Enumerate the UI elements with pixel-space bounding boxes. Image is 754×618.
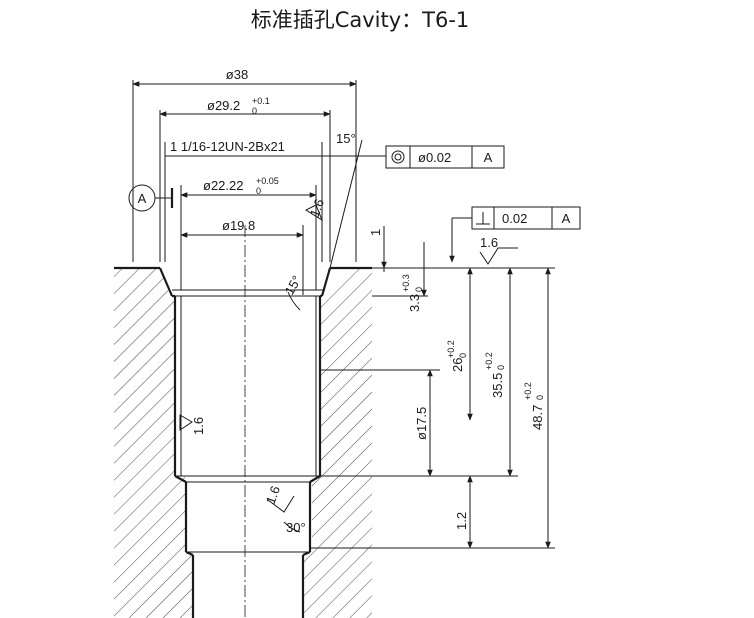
roughness-2-symbol: [479, 247, 518, 265]
chamfer-leader-top: [329, 139, 363, 269]
datum-a-label: A: [138, 191, 147, 206]
dim-d29-tol-up: +0.1: [252, 96, 270, 106]
dim-d2222-tol-up: +0.05: [256, 176, 279, 186]
dim-d33-tol-lo: 0: [414, 287, 424, 292]
dim-d33-tol-up: +0.3: [401, 274, 411, 292]
dimension-lines-horizontal: [132, 81, 357, 238]
roughness-3: 1.6: [191, 417, 206, 435]
roughness-1-symbol: [304, 204, 324, 222]
dim-d355: 35.5: [490, 373, 505, 398]
dim-d29-tol-lo: 0: [252, 106, 257, 116]
concentricity-icon: [391, 150, 405, 164]
dim-d33: 3.3: [407, 294, 422, 312]
dim-d2222-tol-lo: 0: [256, 186, 261, 196]
tolerance-frame-concentricity: ø0.02 A: [340, 145, 505, 169]
concentricity-value: ø0.02: [418, 150, 451, 165]
cavity-profile: [114, 266, 372, 618]
dim-d175: ø17.5: [414, 407, 429, 440]
dim-d26-tol-lo: 0: [458, 353, 468, 358]
dim-d26-tol-up: +0.2: [446, 340, 456, 358]
dim-thread: 1 1/16-12UN-2Bx21: [170, 139, 285, 154]
perpendicularity-datum: A: [562, 211, 571, 226]
dim-d198: ø19.8: [222, 218, 255, 233]
dim-angle15b: 15°: [282, 273, 305, 298]
roughness-4: 1.6: [263, 484, 283, 506]
roughness-1: 1.6: [307, 197, 327, 219]
dim-d12: 1.2: [454, 512, 469, 530]
dim-d355-tol-lo: 0: [496, 365, 506, 370]
angle-arc-30: [283, 521, 301, 533]
dim-one: 1: [368, 229, 383, 236]
body-hatch-right: [303, 268, 372, 618]
roughness-3-symbol: [179, 414, 193, 431]
dim-d355-tol-up: +0.2: [484, 352, 494, 370]
page-title: 标准插孔Cavity：T6-1: [251, 8, 470, 32]
tolerance-frame-perpendicularity: 0.02 A: [449, 206, 581, 263]
dim-d26: 26: [450, 358, 465, 372]
dim-d29: ø29.2: [207, 98, 240, 113]
roughness-2: 1.6: [480, 235, 498, 250]
dim-d38: ø38: [226, 67, 248, 82]
dim-d487-tol-lo: 0: [535, 395, 545, 400]
body-hatch-left: [114, 268, 193, 618]
dim-angle30: 30°: [286, 520, 306, 535]
dim-d487-tol-up: +0.2: [523, 382, 533, 400]
dim-angle15: 15°: [336, 131, 356, 146]
dim-d2222: ø22.22: [203, 178, 243, 193]
concentricity-datum: A: [484, 150, 493, 165]
roughness-4-symbol: [267, 495, 295, 513]
perpendicularity-value: 0.02: [502, 211, 527, 226]
dim-d487: 48.7: [530, 405, 545, 430]
dimension-lines-vertical: [372, 226, 551, 549]
angle-arc-15: [287, 291, 301, 311]
